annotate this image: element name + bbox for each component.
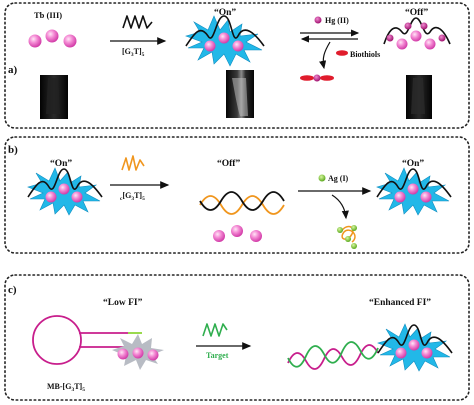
hg-ion-icon xyxy=(313,74,321,82)
panel-c-border xyxy=(4,274,470,401)
panel-c-label: c) xyxy=(8,284,17,296)
ag-ion-icon xyxy=(351,225,357,231)
panel-a-label: a) xyxy=(8,64,18,76)
target-strand-icon xyxy=(202,323,228,337)
cuvette-glow xyxy=(232,78,248,116)
hairpin-loop xyxy=(32,315,82,365)
complementary-label: c[G3T]5 xyxy=(120,191,145,202)
tb-ion xyxy=(45,191,57,203)
target-label: Target xyxy=(206,351,229,360)
tb-ion xyxy=(71,191,83,203)
biothiol-icon xyxy=(300,75,314,81)
on-state-label-left: “On” xyxy=(50,158,72,169)
hg-ion-icon xyxy=(438,34,446,42)
tb-ion xyxy=(396,38,408,50)
tb-ion xyxy=(424,38,436,50)
tb-ion xyxy=(408,339,420,351)
on-state-label: “On” xyxy=(214,7,236,18)
panel-a-border xyxy=(4,2,470,129)
hg-ion-icon xyxy=(404,22,412,30)
free-tb-ions-b xyxy=(213,225,262,242)
ag-ion-icon xyxy=(345,236,351,242)
g3t5-strand-icon xyxy=(122,15,153,29)
panel-b-border xyxy=(4,136,470,254)
panel-b-label: b) xyxy=(8,144,18,156)
panel-a: a) Tb (III) [G3T]5 “On” Hg (II) Biothiol… xyxy=(4,2,470,129)
tb-ion xyxy=(213,230,225,242)
on-complex-c xyxy=(377,323,453,372)
tb-ion xyxy=(394,191,406,203)
panel-c: c) “Low FI” MB-[G3T]5 Target “Enhanced F… xyxy=(4,274,470,401)
off-state-label: “Off” xyxy=(217,158,240,169)
biothiol-icon xyxy=(320,75,334,81)
molecular-beacon xyxy=(32,315,142,365)
tb-ion xyxy=(232,40,244,52)
biothiol-icon xyxy=(336,50,348,56)
dsdna-duplex-c xyxy=(287,341,379,370)
hg-label: Hg (II) xyxy=(325,16,349,25)
mb-label: MB-[G3T]5 xyxy=(47,382,85,393)
g-quadruplex-strand xyxy=(376,168,452,198)
off-complex-a xyxy=(383,17,451,50)
tb-ion xyxy=(410,30,422,42)
off-state-label: “Off” xyxy=(405,7,428,18)
tb-ion xyxy=(147,349,159,361)
green-strand xyxy=(287,341,379,368)
tb-ion xyxy=(58,183,70,195)
hg-ion-icon xyxy=(420,22,428,30)
low-fi-label: “Low FI” xyxy=(103,297,143,308)
enhanced-fi-label: “Enhanced FI” xyxy=(369,297,431,308)
tb-ion-label: Tb (III) xyxy=(34,10,62,20)
tb-ions-c xyxy=(117,347,159,361)
on-complex-a xyxy=(185,15,265,67)
tb-ion xyxy=(45,29,59,43)
tb-ion xyxy=(250,230,262,242)
ag-strand-complex xyxy=(337,225,357,249)
g-quadruplex-strand xyxy=(383,17,451,45)
on-complex-b-right xyxy=(376,167,452,216)
g-quadruplex-strand xyxy=(185,15,265,47)
tb-ion xyxy=(407,183,419,195)
tb-ion xyxy=(132,347,144,359)
on-state-label-right: “On” xyxy=(402,158,424,169)
panel-b: b) “On” c[G3T]5 “Off” Ag (I) xyxy=(4,136,470,254)
ag-ion-icon xyxy=(318,174,326,182)
tb-ion xyxy=(421,347,433,359)
on-complex-b-left xyxy=(27,167,103,216)
tb-ion xyxy=(117,348,129,360)
g-quadruplex-strand xyxy=(377,324,453,354)
cuvette-tube-shape xyxy=(46,78,60,114)
g-quadruplex-strand xyxy=(27,168,103,198)
hg-ion-icon xyxy=(386,34,394,42)
tb-ion xyxy=(420,191,432,203)
ag-label: Ag (I) xyxy=(328,174,349,183)
orange-strand xyxy=(199,195,285,215)
tb-ion xyxy=(28,34,42,48)
ag-ion-icon xyxy=(351,243,357,249)
hg-biothiol-complex xyxy=(300,74,334,82)
arrow-curved-release xyxy=(319,41,331,70)
black-strand xyxy=(199,191,285,211)
g3t5-label: [G3T]5 xyxy=(122,47,145,58)
tb-ion xyxy=(231,225,243,237)
ag-ion-icon xyxy=(337,227,343,233)
hg-ion-icon xyxy=(314,16,322,24)
arrow-curved-ag-complex xyxy=(331,194,349,220)
tb-ion xyxy=(218,32,230,44)
tb-ion xyxy=(204,40,216,52)
free-tb-ions xyxy=(28,29,77,48)
biothiols-label: Biothiols xyxy=(350,50,380,59)
folded-orange-strand xyxy=(340,225,356,243)
complementary-strand-icon xyxy=(121,155,145,171)
tb-ion xyxy=(63,34,77,48)
dsdna-duplex-b xyxy=(199,191,285,215)
tb-ion xyxy=(395,347,407,359)
cuvette-tube-shape xyxy=(411,78,425,114)
